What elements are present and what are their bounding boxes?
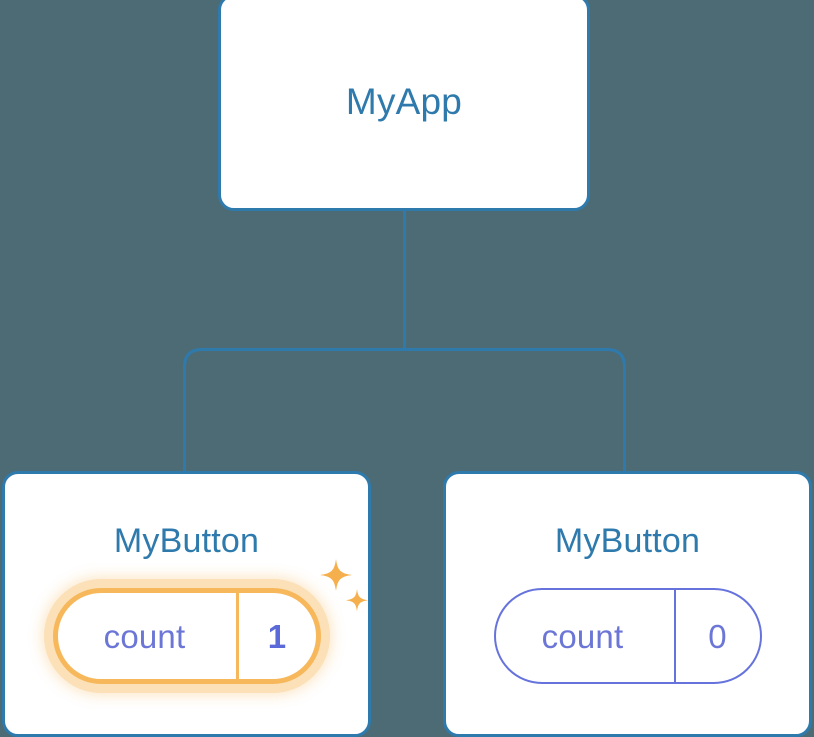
state-value-label-child-1: 0 <box>708 617 727 655</box>
tree-node-root[interactable]: MyApp <box>218 0 590 211</box>
state-pill-child-1[interactable]: count 0 <box>493 588 762 684</box>
state-pill-divider-child-1 <box>673 590 676 682</box>
node-title-root: MyApp <box>345 81 463 122</box>
state-pill-child-0[interactable]: count 1 <box>52 588 321 684</box>
state-pill-wrap-child-0: count 1 <box>5 588 368 684</box>
tree-node-child-1[interactable]: MyButton count 0 <box>443 471 812 737</box>
state-pill-value-cell-child-1: 0 <box>676 590 760 682</box>
connector-branch-left <box>183 348 405 471</box>
state-pill-divider-child-0 <box>235 593 239 679</box>
node-title-child-1: MyButton <box>554 522 701 560</box>
state-pill-key-cell-child-1: count <box>496 590 674 682</box>
connector-branch-right <box>404 348 626 471</box>
node-title-child-0: MyButton <box>113 522 260 560</box>
state-key-label-child-1: count <box>541 617 624 655</box>
state-pill-wrap-child-1: count 0 <box>446 588 809 684</box>
tree-node-child-0[interactable]: MyButton count 1 <box>2 471 371 737</box>
state-key-label-child-0: count <box>103 617 186 655</box>
state-value-label-child-0: 1 <box>267 617 287 655</box>
state-pill-key-cell-child-0: count <box>58 593 236 679</box>
state-pill-value-cell-child-0: 1 <box>239 593 316 679</box>
